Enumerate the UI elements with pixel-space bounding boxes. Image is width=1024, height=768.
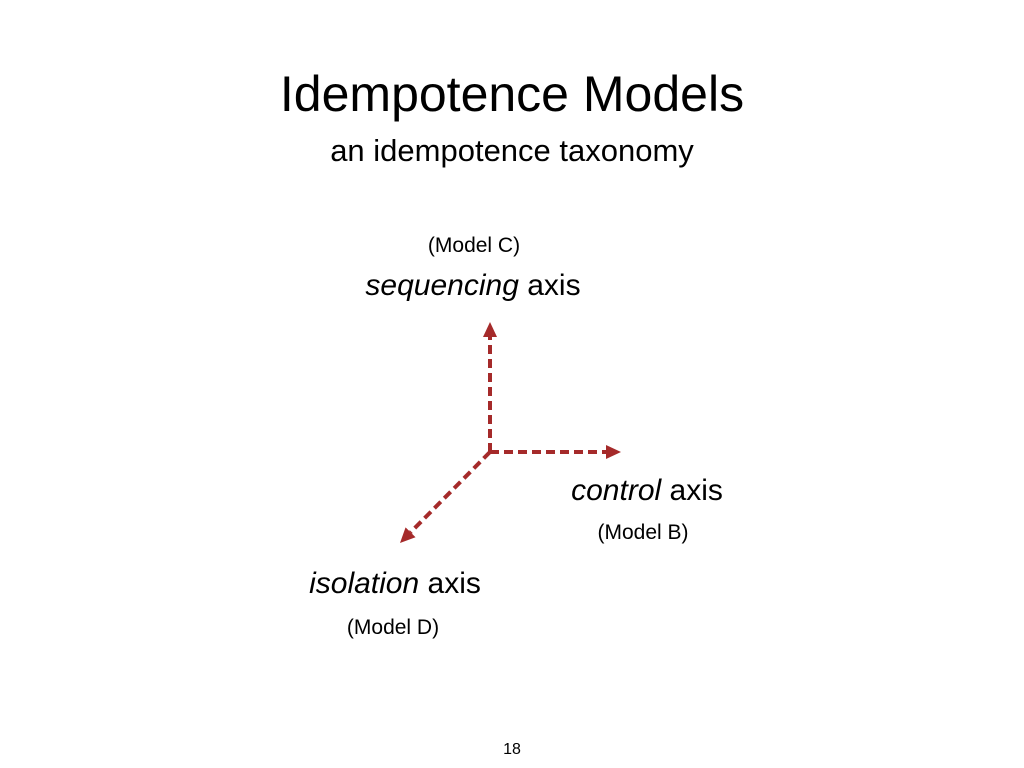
sequencing-axis-name: sequencing (365, 269, 519, 302)
isolation-axis-suffix: axis (419, 567, 481, 600)
sequencing-model-label: (Model C) (427, 234, 521, 257)
isolation-model-label: (Model D) (346, 616, 440, 639)
page-number: 18 (503, 741, 521, 758)
isolation-axis-name: isolation (309, 567, 420, 600)
control-axis-name: control (571, 474, 662, 507)
sequencing-axis-arrow-head (483, 322, 497, 337)
sequencing-axis-suffix: axis (518, 269, 581, 302)
isolation-axis-arrow (400, 450, 492, 543)
control-axis-arrow (490, 445, 621, 459)
slide-title: Idempotence Models (279, 66, 745, 122)
slide-subtitle: an idempotence taxonomy (330, 133, 694, 168)
isolation-axis-arrow-shaft (409, 450, 492, 534)
control-axis-suffix: axis (661, 474, 723, 507)
control-model-label: (Model B) (597, 521, 689, 544)
isolation-axis-label: isolation axis (245, 565, 545, 603)
sequencing-axis-arrow (483, 322, 497, 452)
isolation-axis-arrow-head (400, 527, 416, 543)
sequencing-axis-label: sequencing axis (323, 267, 623, 305)
control-axis-arrow-head (606, 445, 621, 459)
axes-group (400, 322, 621, 543)
control-axis-label: control axis (497, 472, 797, 510)
